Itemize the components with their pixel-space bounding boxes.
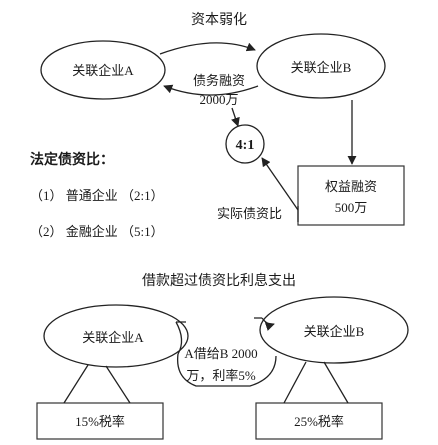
- loan-right-arrow: [261, 317, 275, 331]
- legal-item-2: （2） 金融企业 （5:1）: [30, 224, 164, 239]
- debt-label-line1: 债务融资: [193, 73, 245, 88]
- legal-item-1: （1） 普通企业 （2:1）: [30, 188, 164, 203]
- top-left-node-label: 关联企业A: [72, 63, 134, 78]
- debt-label-line2: 2000万: [199, 92, 238, 107]
- debt-financing-arrow: [159, 42, 256, 55]
- equity-financing-box: [297, 165, 405, 226]
- equity-to-ratio-arrow: [261, 157, 299, 211]
- left-connector: [63, 364, 131, 404]
- legal-ratio-heading: 法定债资比：: [30, 151, 114, 168]
- loan-left-curve: [175, 321, 183, 355]
- equity-label-line2: 500万: [335, 200, 368, 215]
- top-left-node-shape: [40, 40, 166, 100]
- loan-top-tick: [176, 317, 262, 323]
- top-right-node-label: 关联企业B: [291, 60, 352, 75]
- top-right-node-shape: [256, 33, 386, 99]
- bottom-title: 借款超过债资比利息支出: [142, 272, 296, 289]
- ratio-circle-shape: [225, 124, 265, 164]
- right-tax-rate-label: 25%税率: [294, 414, 344, 429]
- left-tax-rate-label: 15%税率: [75, 414, 125, 429]
- bottom-left-node-shape: [43, 304, 189, 368]
- bottom-right-node-shape: [259, 296, 409, 364]
- ratio-circle-label: 4:1: [236, 138, 255, 153]
- bottom-right-node-label: 关联企业B: [304, 324, 365, 339]
- return-arrow: [163, 84, 259, 96]
- loan-bottom-curve: [176, 353, 277, 387]
- loan-label-line2: 万，利率5%: [186, 368, 256, 383]
- right-connector: [283, 361, 349, 404]
- left-tax-rate-box: [36, 402, 164, 440]
- actual-ratio-label: 实际债资比: [217, 206, 282, 221]
- equity-label-line1: 权益融资: [325, 179, 377, 194]
- right-tax-rate-box: [255, 402, 383, 440]
- debt-to-ratio-arrow: [231, 107, 240, 127]
- bottom-left-node-label: 关联企业A: [82, 330, 144, 345]
- loan-label-line1: A借给B 2000: [184, 346, 257, 361]
- top-title: 资本弱化: [191, 12, 247, 28]
